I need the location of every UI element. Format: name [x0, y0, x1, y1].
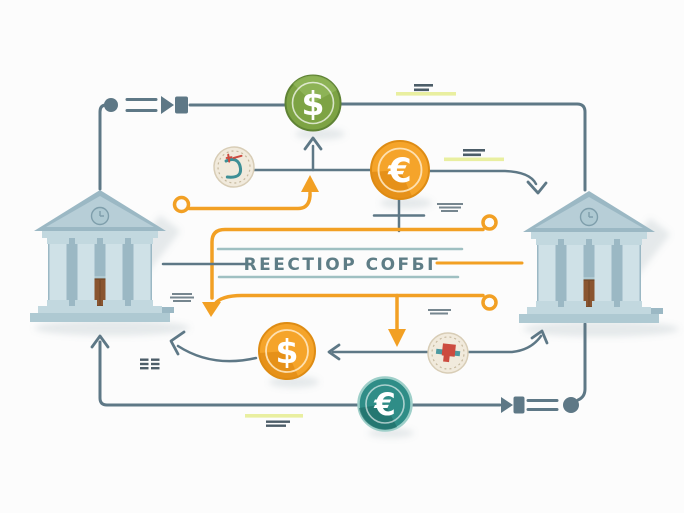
- equals-icon: [125, 98, 158, 112]
- line-to-right-bank: [339, 102, 587, 192]
- orange-up-arrowhead: [301, 175, 319, 192]
- stamp-badge-top: [213, 146, 255, 188]
- orange-curl-bottom: [481, 294, 498, 311]
- coin-teal-euro: €: [357, 376, 413, 432]
- badge-red-mark: [225, 153, 243, 163]
- orange-curl-top: [481, 214, 498, 231]
- right-bank-drop-line: [576, 322, 587, 402]
- up-arrowhead: [303, 136, 323, 151]
- orange-down-arrowhead-center: [388, 329, 406, 347]
- stamp-badge-bottom: [427, 332, 469, 374]
- scribble-text-center-mid: [428, 309, 451, 315]
- orange-down-arrowhead-left: [202, 302, 221, 317]
- scribble-text-bottom-center: [245, 414, 303, 427]
- bowtie-connector-icon: [161, 96, 188, 114]
- coin-orange-euro: €: [370, 140, 430, 200]
- connector-dot-icon: [104, 98, 118, 112]
- scribble-text-left-mid: [170, 293, 194, 302]
- scribble-bars-bottom-left: [140, 358, 160, 370]
- scribble-text-top-center: [396, 84, 456, 96]
- banner: REECTIOP COFБГ: [161, 247, 524, 279]
- euro-symbol: €: [387, 151, 412, 191]
- bottom-line-left: [98, 340, 359, 407]
- badge-swoosh: [224, 158, 242, 179]
- bowtie-connector-icon-bottom: [501, 396, 525, 414]
- curve-to-right-bank-roof: [427, 169, 538, 186]
- up-left-arrowhead: [169, 330, 186, 356]
- badge-red-glyph: [441, 343, 456, 363]
- equals-icon-bottom: [526, 399, 559, 411]
- bottom-flow-line: [90, 322, 587, 414]
- badge-row-line-bottom: [331, 334, 543, 354]
- top-flow-line: [98, 96, 587, 192]
- connector-dot-icon-bottom: [563, 397, 579, 413]
- curve-to-left-bank: [176, 344, 258, 363]
- mid-flow-line: [250, 136, 548, 233]
- euro-symbol: €: [373, 387, 396, 423]
- orange-band: [202, 214, 498, 347]
- left-arrowhead: [327, 343, 341, 361]
- banner-title: REECTIOP COFБГ: [244, 255, 441, 275]
- dollar-symbol: $: [276, 332, 299, 371]
- up-right-arrowhead: [530, 329, 549, 345]
- orange-top-line: [210, 227, 485, 300]
- up-arrowhead-left-bank: [90, 334, 110, 349]
- coin-orange-dollar: $: [258, 322, 316, 380]
- orange-squiggle-up-arrow: [172, 175, 319, 214]
- down-arrowhead: [526, 180, 548, 195]
- scribble-text-mid-right: [444, 149, 504, 162]
- coin-green-dollar: $: [284, 74, 342, 132]
- scribble-text-right-small: [437, 203, 463, 212]
- dollar-symbol: $: [302, 84, 325, 123]
